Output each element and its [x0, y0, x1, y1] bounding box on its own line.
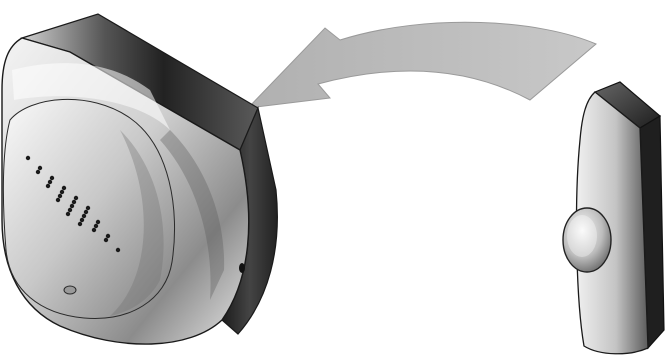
chime-unit — [2, 14, 277, 344]
speaker-hole — [74, 196, 78, 200]
speaker-hole — [78, 222, 82, 226]
speaker-hole — [26, 156, 30, 160]
speaker-hole — [70, 204, 74, 208]
speaker-hole — [82, 214, 86, 218]
speaker-hole — [116, 248, 120, 252]
speaker-hole — [38, 166, 42, 170]
speaker-hole — [36, 170, 40, 174]
speaker-hole — [84, 210, 88, 214]
curved-arrow — [248, 22, 596, 108]
speaker-hole — [92, 228, 96, 232]
speaker-hole — [62, 186, 66, 190]
push-button-unit — [563, 82, 664, 354]
speaker-hole — [72, 200, 76, 204]
speaker-hole — [48, 180, 52, 184]
side-jack — [239, 263, 245, 273]
speaker-hole — [46, 184, 50, 188]
speaker-hole — [50, 176, 54, 180]
speaker-hole — [86, 206, 90, 210]
speaker-hole — [66, 212, 70, 216]
speaker-hole — [68, 208, 72, 212]
speaker-hole — [80, 218, 84, 222]
status-led — [64, 286, 76, 294]
speaker-hole — [60, 190, 64, 194]
speaker-hole — [58, 194, 62, 198]
speaker-hole — [94, 224, 98, 228]
speaker-hole — [96, 220, 100, 224]
speaker-hole — [56, 198, 60, 202]
speaker-hole — [106, 234, 110, 238]
speaker-hole — [104, 238, 108, 242]
